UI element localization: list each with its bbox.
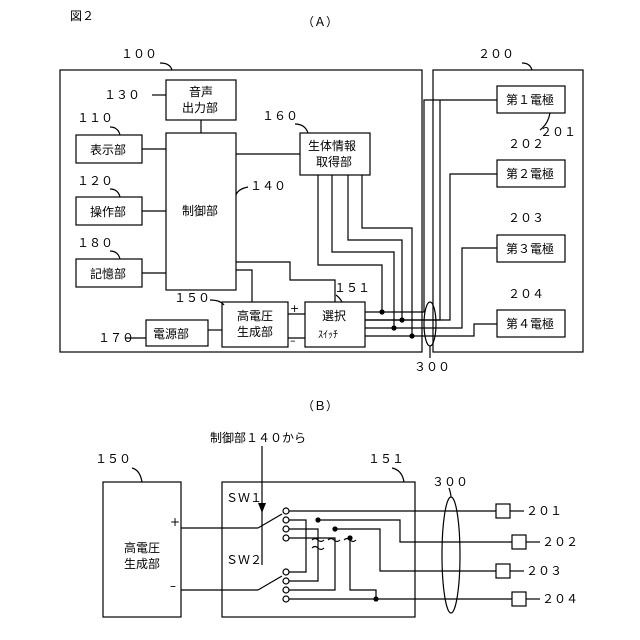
ref-151: １５１ — [334, 281, 370, 295]
panel-a-label: （Ａ） — [302, 15, 338, 29]
ref-150-b: １５０ — [95, 452, 131, 466]
ref-202-b: ２０２ — [542, 535, 578, 549]
hv-label-1: 高電圧 — [237, 308, 273, 323]
cable-bundle-300-a — [424, 302, 436, 346]
ref-202: ２０２ — [508, 137, 544, 151]
sw1-contact-1 — [283, 508, 289, 514]
sw2-contact-1 — [283, 569, 289, 575]
out-line-203 — [365, 248, 497, 328]
audio-label-2: 出力部 — [182, 100, 218, 115]
control-note: 制御部１４０から — [210, 430, 306, 445]
hv-label-2: 生成部 — [237, 324, 273, 339]
junction-b2 — [332, 526, 337, 531]
ref-201-b: ２０１ — [526, 504, 562, 518]
control-label: 制御部 — [182, 203, 218, 218]
electrode-203-label: 第３電極 — [506, 241, 554, 256]
wire-control-switch — [236, 262, 335, 302]
hv-label-b-1: 高電圧 — [124, 540, 160, 555]
hv-label-b-2: 生成部 — [124, 556, 160, 571]
sw2-contact-3 — [283, 587, 289, 593]
ref-150: １５０ — [174, 291, 210, 305]
storage-label: 記憶部 — [90, 266, 126, 281]
junction-b3 — [347, 535, 352, 540]
leader-151 — [336, 295, 342, 302]
figure-title: 図２ — [70, 9, 94, 23]
ref-203-b: ２０３ — [526, 564, 562, 578]
leader-150-b — [132, 468, 142, 482]
leader-110 — [110, 127, 120, 135]
electrode-202-b — [512, 535, 526, 549]
leader-160 — [295, 124, 308, 133]
display-label: 表示部 — [90, 142, 126, 157]
ref-204: ２０４ — [508, 287, 544, 301]
leader-140 — [236, 187, 248, 195]
leader-300-b — [449, 488, 451, 497]
leader-180 — [110, 251, 120, 259]
ref-200: ２００ — [478, 47, 514, 61]
sw1-c3-wire — [289, 529, 318, 581]
route-204 — [350, 538, 376, 599]
electrode-201-label: 第１電極 — [506, 92, 554, 107]
ref-100: １００ — [121, 47, 157, 61]
junction-a3 — [391, 325, 396, 330]
bio-line-2 — [332, 175, 394, 328]
sw1-contact-4 — [283, 535, 289, 541]
power-label: 電源部 — [153, 326, 189, 341]
bio-label-2: 取得部 — [316, 154, 352, 169]
sw1-c2-wire — [289, 520, 306, 572]
ref-203: ２０３ — [508, 211, 544, 225]
ref-170: １７０ — [98, 331, 134, 345]
sw1-c4-wire — [289, 538, 335, 590]
electrode-204-b — [512, 592, 526, 606]
ref-201: ２０１ — [540, 125, 576, 139]
electrode-201-b — [496, 504, 510, 518]
hv-minus-b: – — [170, 579, 176, 593]
leader-120 — [110, 189, 120, 197]
crossover-3 — [328, 539, 340, 542]
ref-130: １３０ — [104, 88, 140, 102]
electrode-203-b — [496, 564, 510, 578]
cable-bundle-300-b — [442, 497, 460, 613]
out-line-202b — [365, 174, 497, 320]
junction-b4 — [373, 596, 378, 601]
hv-plus-a: + — [290, 302, 299, 315]
ref-300-b: ３００ — [432, 475, 468, 489]
sw1-contact-2 — [283, 517, 289, 523]
ref-204-b: ２０４ — [542, 592, 578, 606]
electrode-204-label: 第４電極 — [506, 316, 554, 331]
sw1-label: ＳＷ１ — [226, 491, 262, 505]
sw1-contact-3 — [283, 526, 289, 532]
leader-151-b — [392, 468, 404, 482]
switch-label-1: 選択 — [322, 309, 346, 323]
operation-label: 操作部 — [90, 204, 126, 219]
out-line-204 — [365, 324, 497, 336]
panel-b-label: （Ｂ） — [302, 399, 338, 413]
hv-plus-b: + — [170, 515, 180, 529]
ref-300-a: ３００ — [414, 360, 450, 374]
ref-120: １２０ — [77, 174, 113, 188]
sw2-label: ＳＷ２ — [226, 553, 262, 567]
ref-180: １８０ — [77, 236, 113, 250]
wire-control-hv — [236, 270, 252, 302]
device-100-leader — [160, 63, 172, 70]
junction-b1 — [315, 517, 320, 522]
bio-label-1: 生体情報 — [308, 139, 356, 153]
electrode-box-200-leader — [522, 63, 532, 70]
electrode-202-label: 第２電極 — [506, 166, 554, 181]
junction-a1 — [379, 309, 384, 314]
ref-151-b: １５１ — [368, 452, 404, 466]
sw2-contact-2 — [283, 578, 289, 584]
ref-140: １４０ — [250, 179, 286, 193]
sw2-blade — [258, 576, 282, 590]
switch-label-2: ｽｲｯﾁ — [318, 330, 338, 341]
ref-110: １１０ — [77, 111, 113, 125]
out-line-201 — [365, 100, 497, 312]
hv-minus-a: – — [290, 334, 296, 347]
junction-a4 — [409, 333, 414, 338]
audio-label-1: 音声 — [189, 84, 213, 99]
junction-a2 — [399, 317, 404, 322]
sw2-contact-4 — [283, 596, 289, 602]
ref-160: １６０ — [262, 109, 298, 123]
